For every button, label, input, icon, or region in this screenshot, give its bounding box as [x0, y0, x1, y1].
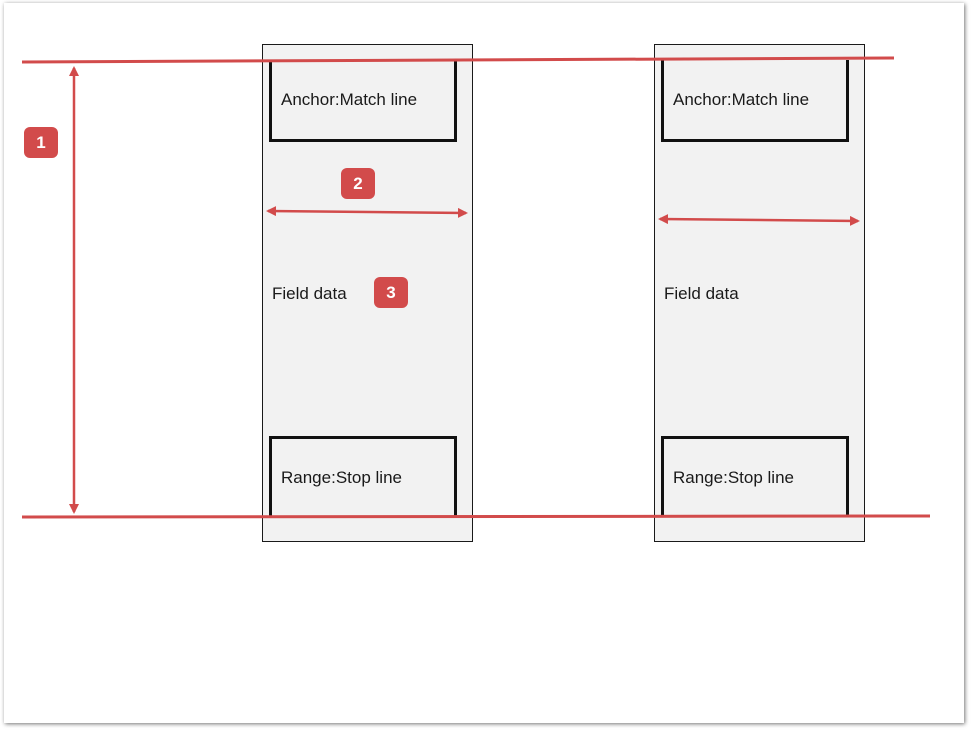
anchor-label: Anchor:Match line: [281, 90, 418, 109]
anchor-match-line-box: Anchor:Match line: [269, 60, 457, 142]
field-data-label: Field data: [272, 284, 347, 303]
field-data-label: Field data: [664, 284, 739, 303]
range-label: Range:Stop line: [673, 468, 794, 487]
field-column-left: Anchor:Match line Field data Range:Stop …: [262, 44, 473, 542]
callout-badge-1: 1: [24, 127, 58, 158]
range-label: Range:Stop line: [281, 468, 402, 487]
anchor-label: Anchor:Match line: [673, 90, 810, 109]
range-stop-line-box: Range:Stop line: [661, 436, 849, 516]
field-column-right: Anchor:Match line Field data Range:Stop …: [654, 44, 865, 542]
callout-badge-3: 3: [374, 277, 408, 308]
range-stop-line-box: Range:Stop line: [269, 436, 457, 516]
callout-badge-2: 2: [341, 168, 375, 199]
anchor-match-line-box: Anchor:Match line: [661, 60, 849, 142]
